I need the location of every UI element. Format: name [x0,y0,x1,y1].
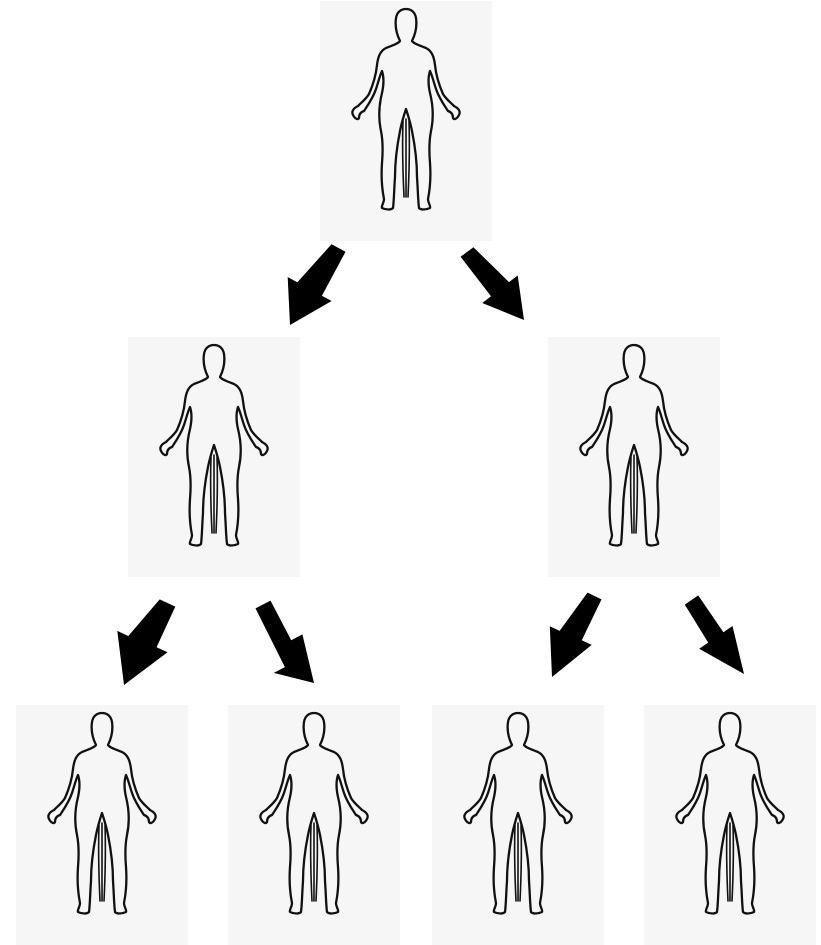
tree-node-left-child [128,337,300,577]
arrow-icon [117,599,175,685]
tree-node-leaf-1 [16,705,188,945]
tree-node-leaf-2 [228,705,400,945]
tree-node-right-child [548,337,720,577]
tree-node-leaf-4 [644,705,816,945]
human-body-outline-icon [548,337,720,577]
arrow-icon [550,593,602,677]
arrow-icon [685,595,744,674]
human-body-outline-icon [320,1,492,241]
arrow-icon [256,601,315,683]
human-body-outline-icon [432,705,604,945]
tree-node-root [320,1,492,241]
human-body-outline-icon [128,337,300,577]
human-body-outline-icon [16,705,188,945]
arrow-icon [288,244,346,325]
human-body-outline-icon [228,705,400,945]
tree-node-leaf-3 [432,705,604,945]
human-body-outline-icon [644,705,816,945]
arrow-icon [461,247,524,320]
